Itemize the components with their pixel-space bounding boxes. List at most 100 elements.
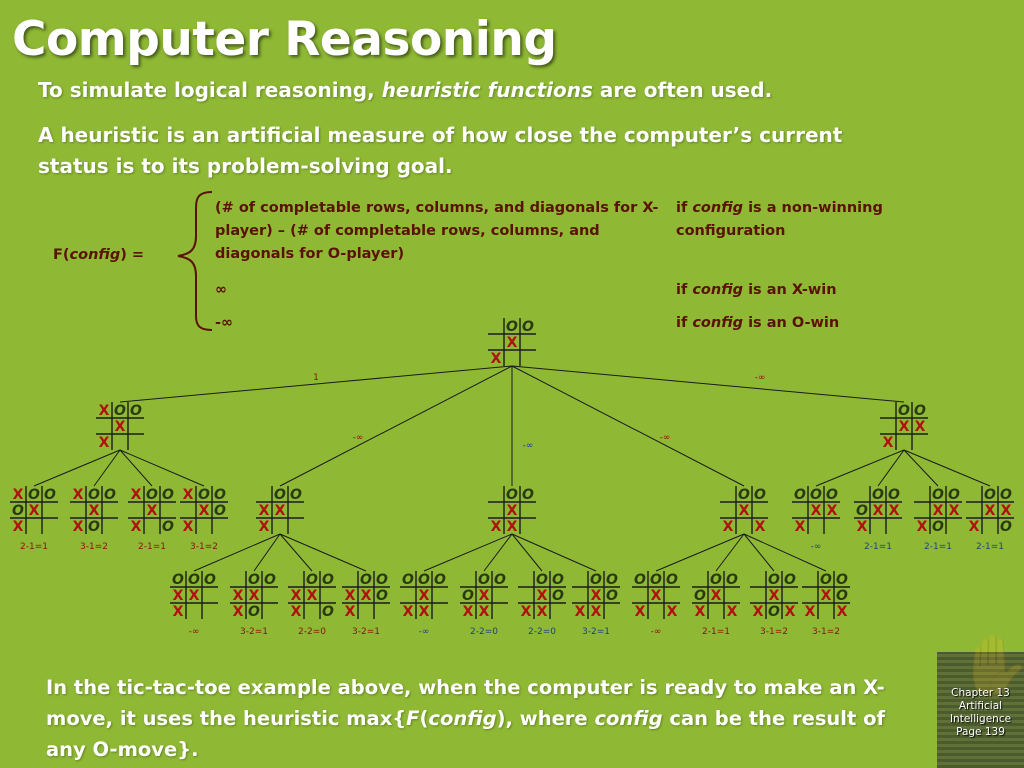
intro-line: To simulate logical reasoning, heuristic… bbox=[38, 78, 772, 102]
leaf-value: 3-2=1 bbox=[582, 627, 610, 637]
x-mark: X bbox=[873, 503, 884, 519]
x-mark: X bbox=[345, 604, 356, 620]
intro-emphasis: heuristic functions bbox=[381, 78, 593, 102]
x-mark: X bbox=[189, 588, 200, 604]
o-mark: O bbox=[810, 487, 822, 503]
tree-edge bbox=[511, 365, 745, 487]
o-mark: O bbox=[44, 487, 56, 503]
leaf-value: 3-1=2 bbox=[812, 627, 840, 637]
o-mark: O bbox=[88, 487, 100, 503]
tree-edge bbox=[511, 533, 543, 572]
o-mark: O bbox=[984, 487, 996, 503]
x-mark: X bbox=[291, 588, 302, 604]
x-mark: X bbox=[837, 604, 848, 620]
edge-label: -∞ bbox=[755, 373, 766, 383]
o-mark: O bbox=[590, 572, 602, 588]
tree-edge bbox=[119, 365, 513, 403]
tree-edge bbox=[903, 449, 991, 487]
edge-label: -∞ bbox=[660, 433, 671, 443]
o-mark: O bbox=[248, 604, 260, 620]
closing-text: In the tic-tac-toe example above, when t… bbox=[46, 672, 906, 765]
x-mark: X bbox=[1001, 503, 1012, 519]
tree-edge bbox=[815, 449, 905, 487]
x-mark: X bbox=[755, 519, 766, 535]
o-mark: O bbox=[856, 503, 868, 519]
o-mark: O bbox=[872, 487, 884, 503]
leaf-value: 3-1=2 bbox=[190, 542, 218, 552]
tree-edge bbox=[93, 449, 121, 487]
x-mark: X bbox=[857, 519, 868, 535]
o-mark: O bbox=[820, 572, 832, 588]
x-mark: X bbox=[915, 419, 926, 435]
hand-logo-icon: ✋ bbox=[957, 631, 1024, 701]
o-mark: O bbox=[826, 487, 838, 503]
x-mark: X bbox=[591, 604, 602, 620]
o-mark: O bbox=[506, 319, 518, 335]
leaf-value: 2-1=1 bbox=[702, 627, 730, 637]
case2-cond-pre: if bbox=[676, 282, 693, 298]
o-mark: O bbox=[204, 572, 216, 588]
x-mark: X bbox=[537, 604, 548, 620]
x-mark: X bbox=[933, 503, 944, 519]
o-mark: O bbox=[360, 572, 372, 588]
case1-cond-post: is a non-winning configuration bbox=[676, 200, 883, 239]
o-mark: O bbox=[418, 572, 430, 588]
x-mark: X bbox=[233, 604, 244, 620]
o-mark: O bbox=[506, 487, 518, 503]
o-mark: O bbox=[306, 572, 318, 588]
o-mark: O bbox=[402, 572, 414, 588]
intro-pre: To simulate logical reasoning, bbox=[38, 78, 382, 102]
leaf-value: 2-1=1 bbox=[864, 542, 892, 552]
x-mark: X bbox=[147, 503, 158, 519]
leaf-value: 2-2=0 bbox=[470, 627, 498, 637]
o-mark: O bbox=[650, 572, 662, 588]
x-mark: X bbox=[291, 604, 302, 620]
badge-text: Chapter 13 Artificial Intelligence Page … bbox=[937, 687, 1024, 739]
o-mark: O bbox=[494, 572, 506, 588]
o-mark: O bbox=[478, 572, 490, 588]
o-mark: O bbox=[1000, 519, 1012, 535]
o-mark: O bbox=[710, 572, 722, 588]
x-mark: X bbox=[827, 503, 838, 519]
o-mark: O bbox=[666, 572, 678, 588]
x-mark: X bbox=[403, 604, 414, 620]
o-mark: O bbox=[264, 572, 276, 588]
x-mark: X bbox=[507, 503, 518, 519]
x-mark: X bbox=[695, 604, 706, 620]
tree-edge bbox=[279, 533, 367, 572]
edge-label: -∞ bbox=[353, 433, 364, 443]
x-mark: X bbox=[99, 403, 110, 419]
closing-f: F bbox=[406, 707, 420, 730]
x-mark: X bbox=[259, 519, 270, 535]
x-mark: X bbox=[821, 588, 832, 604]
x-mark: X bbox=[491, 519, 502, 535]
closing-p1: In the tic-tac-toe example above, when t… bbox=[46, 676, 885, 730]
leaf-value: 3-2=1 bbox=[352, 627, 380, 637]
o-mark: O bbox=[434, 572, 446, 588]
x-mark: X bbox=[727, 604, 738, 620]
tree-edge bbox=[33, 449, 121, 487]
x-mark: X bbox=[507, 519, 518, 535]
tree-edges bbox=[33, 365, 991, 572]
formula-lhs-pre: F( bbox=[53, 247, 70, 263]
x-mark: X bbox=[233, 588, 244, 604]
x-mark: X bbox=[275, 503, 286, 519]
tree-edge bbox=[903, 449, 939, 487]
x-mark: X bbox=[785, 604, 796, 620]
leaf-value: 3-2=1 bbox=[240, 627, 268, 637]
case2-cond-post: is an X-win bbox=[743, 282, 837, 298]
o-mark: O bbox=[948, 487, 960, 503]
o-mark: O bbox=[376, 588, 388, 604]
x-mark: X bbox=[795, 519, 806, 535]
